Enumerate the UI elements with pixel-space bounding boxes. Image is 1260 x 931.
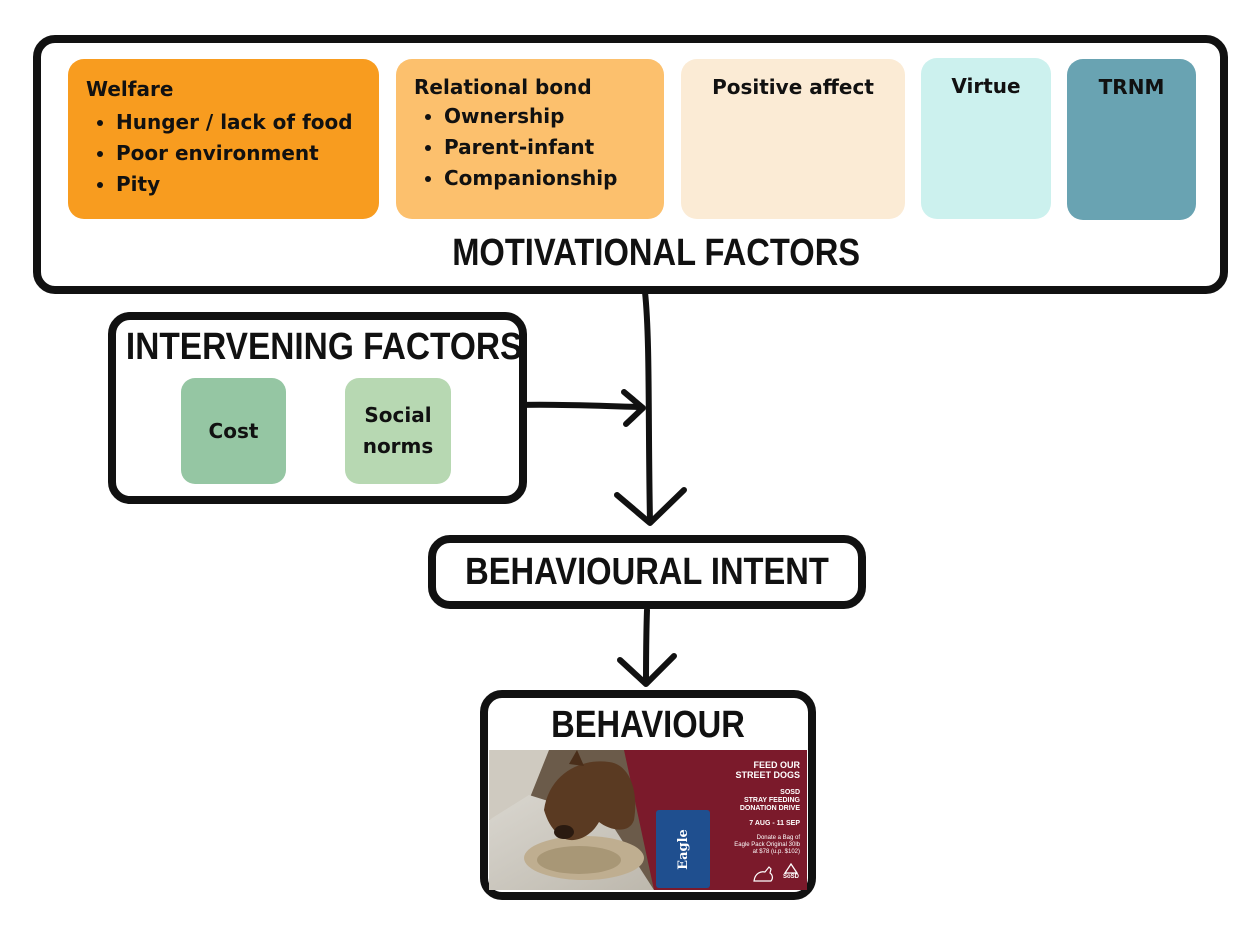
motivational-factors-heading: MOTIVATIONAL FACTORS [452,232,861,274]
sosd-logo: SoSD [780,863,802,885]
dog-photo-image [489,750,654,890]
virtue-card: Virtue [921,58,1051,219]
social-norms-label-line1: Social [364,403,432,427]
arrowhead-intent [617,653,677,687]
trnm-card: TRNM [1067,59,1196,220]
relational-item-ownership: Ownership [444,101,646,132]
poster-donate-line2: Eagle Pack Original 30lb [734,842,800,848]
poster-line-street-dogs: STREET DOGS [735,770,800,780]
poster-line-stray-feeding: STRAY FEEDING [743,797,800,804]
arrowhead-motivation [614,487,687,526]
positive-affect-card: Positive affect [681,59,905,219]
cost-label: Cost [208,419,259,443]
poster-line-donation-drive: DONATION DRIVE [739,805,800,812]
relational-bond-card: Relational bond Ownership Parent-infant … [396,59,664,219]
poster-line-feed: FEED OUR [753,760,800,770]
intervening-factors-heading: INTERVENING FACTORS [125,326,523,368]
behavioural-intent-box [428,535,866,609]
trnm-title: TRNM [1098,75,1165,99]
social-norms-label-line2: norms [362,434,434,458]
dog-silhouette-icon [753,866,773,882]
poster-line-sosd: SOSD [780,789,800,796]
sosd-logo-text: SoSD [782,874,799,880]
poster-text-block: FEED OUR STREET DOGS SOSD STRAY FEEDING … [714,760,800,856]
intervening-factors-box [108,312,527,504]
social-norms-card: Social norms [345,378,451,484]
feeding-drive-poster: Eagle FEED OUR STREET DOGS SOSD STRAY FE… [489,750,807,890]
poster-donate-line3: at $78 (u.p. $102) [752,849,800,855]
welfare-item-environment: Poor environment [116,138,361,169]
bag-brand-text: Eagle [675,828,691,870]
cost-card: Cost [181,378,286,484]
welfare-card: Welfare Hunger / lack of food Poor envir… [68,59,379,219]
arrowhead-intervening [621,389,646,427]
arrow-intervening-to-main [517,401,643,410]
positive-affect-title: Positive affect [712,75,874,99]
welfare-item-pity: Pity [116,169,361,200]
welfare-item-hunger: Hunger / lack of food [116,107,361,138]
arrow-motivation-to-intent [642,289,653,525]
relational-bond-title: Relational bond [414,75,592,99]
welfare-title: Welfare [86,77,174,101]
warning-triangle-icon [784,863,798,874]
welfare-list: Hunger / lack of food Poor environment P… [86,107,361,200]
poster-donate-line1: Donate a Bag of [756,835,800,841]
relational-bond-list: Ownership Parent-infant Companionship [414,101,646,194]
relational-item-companionship: Companionship [444,163,646,194]
behaviour-heading: BEHAVIOUR [551,704,745,746]
arrow-intent-to-behaviour [643,607,650,686]
virtue-title: Virtue [951,74,1021,98]
behavioural-intent-heading: BEHAVIOURAL INTENT [465,551,829,593]
relational-item-parent-infant: Parent-infant [444,132,646,163]
eagle-pack-bag-image: Eagle [656,810,710,888]
poster-dates: 7 AUG - 11 SEP [749,820,800,827]
